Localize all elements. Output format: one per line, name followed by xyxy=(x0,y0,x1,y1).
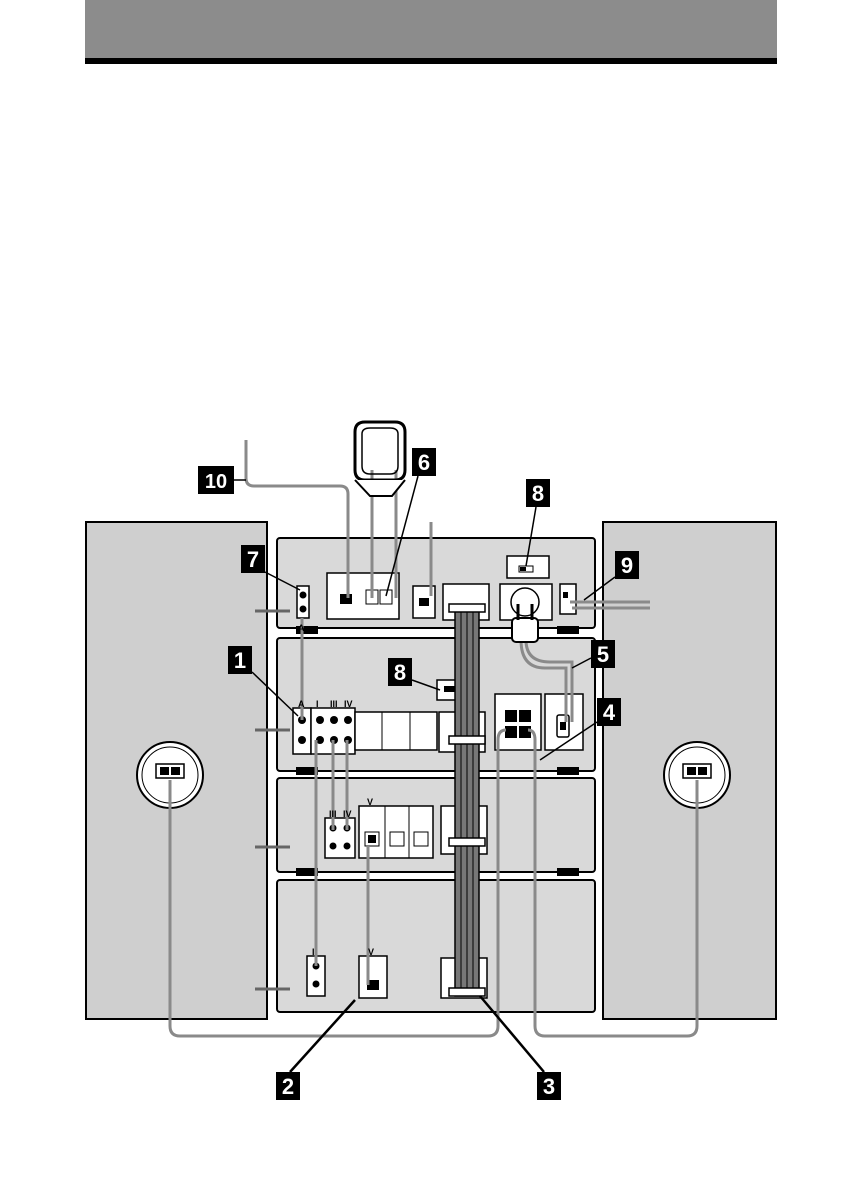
am-loop-antenna xyxy=(355,422,405,496)
jack-mark-a: A xyxy=(298,699,305,709)
deck-unit xyxy=(255,880,595,1012)
svg-text:2: 2 xyxy=(282,1074,294,1099)
svg-text:8: 8 xyxy=(394,660,406,685)
jack-mark-four: IV xyxy=(344,699,353,709)
svg-text:8: 8 xyxy=(532,481,544,506)
left-speaker xyxy=(86,522,267,1019)
system-control-cable xyxy=(449,604,485,996)
right-speaker xyxy=(603,522,776,1019)
svg-text:5: 5 xyxy=(597,642,609,667)
svg-text:10: 10 xyxy=(205,471,227,493)
svg-text:6: 6 xyxy=(418,450,430,475)
jack-mark-three: III xyxy=(330,699,338,709)
svg-text:9: 9 xyxy=(621,553,633,578)
amplifier-unit xyxy=(255,638,595,775)
jack-mark-a-tuner: A xyxy=(298,623,305,633)
jack-mark-three-cd: III xyxy=(329,809,337,819)
cd-unit xyxy=(255,778,595,876)
jack-mark-five-deck: V xyxy=(368,947,374,957)
callout-10: 10 xyxy=(198,466,246,494)
jack-mark-five-cd: V xyxy=(367,797,373,807)
tuner-unit xyxy=(255,538,595,634)
jack-mark-one-deck: I xyxy=(312,947,315,957)
svg-text:3: 3 xyxy=(543,1074,555,1099)
svg-text:7: 7 xyxy=(247,547,259,572)
jack-mark-four-cd: IV xyxy=(343,809,352,819)
svg-text:1: 1 xyxy=(234,648,246,673)
svg-text:4: 4 xyxy=(603,700,616,725)
jack-mark-one: I xyxy=(316,699,319,709)
callout-2: 2 xyxy=(276,1000,355,1100)
